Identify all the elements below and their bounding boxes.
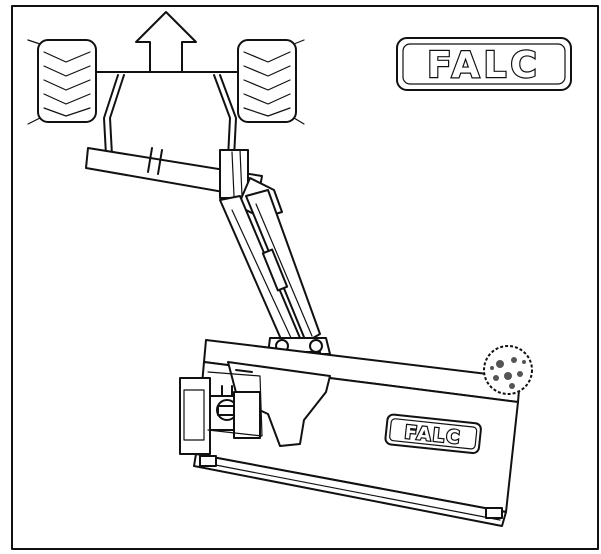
shrub-icon xyxy=(483,345,533,395)
articulated-arm xyxy=(219,177,331,371)
tractor-rear xyxy=(27,39,305,125)
lift-arms xyxy=(103,74,237,159)
gearbox xyxy=(209,385,261,439)
logo-top-text: FALC xyxy=(427,45,541,86)
frame-border xyxy=(11,5,599,550)
arrow-up-icon xyxy=(135,11,197,73)
flail-mower-body xyxy=(179,339,521,527)
mounting-frame xyxy=(85,147,263,199)
left-tire xyxy=(27,39,97,125)
right-tire xyxy=(237,39,305,125)
brand-logo-top: FALC xyxy=(396,37,572,91)
